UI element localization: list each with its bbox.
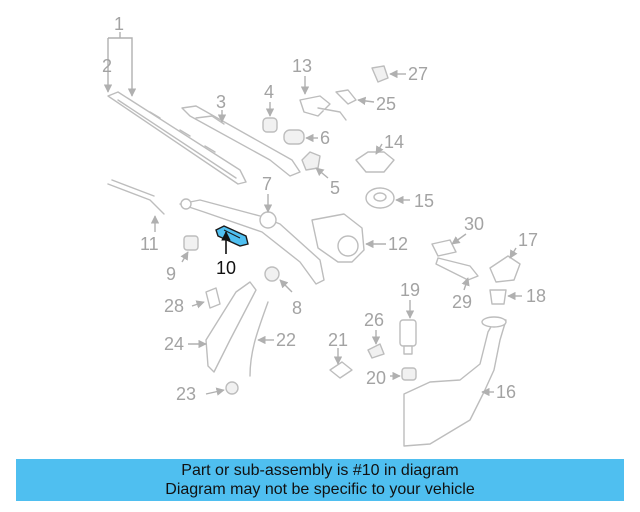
banner-line-2: Diagram may not be specific to your vehi… [165, 481, 475, 498]
elbow-part-21 [329, 361, 353, 379]
cap-part [262, 117, 278, 133]
grommet-part-9 [183, 235, 199, 251]
clamp-part-28 [205, 287, 221, 309]
callout-16: 16 [496, 382, 516, 402]
callout-1: 1 [114, 14, 124, 34]
callout-26: 26 [364, 310, 384, 330]
cover-part-17 [489, 255, 521, 283]
callout-4: 4 [264, 82, 274, 102]
pump-part-19 [399, 319, 417, 355]
cover-part-14 [355, 151, 395, 173]
callout-10-highlighted: 10 [216, 258, 236, 278]
callout-24: 24 [164, 334, 184, 354]
leader-lines [103, 32, 522, 397]
bracket-part-30 [431, 239, 457, 257]
callout-12: 12 [388, 234, 408, 254]
bushing-part [283, 129, 305, 145]
callout-22: 22 [276, 330, 296, 350]
callout-28: 28 [164, 296, 184, 316]
grommet-part-15 [365, 187, 395, 209]
callout-9: 9 [166, 264, 176, 284]
info-banner: Part or sub-assembly is #10 in diagram D… [16, 459, 624, 501]
callout-18: 18 [526, 286, 546, 306]
wiper-blade-part [107, 91, 247, 185]
bushing-part-8 [264, 266, 280, 282]
callout-17: 17 [518, 230, 538, 250]
callout-labels: 1 2 3 4 5 6 7 8 9 10 11 12 13 14 15 16 1… [102, 14, 546, 404]
cap-part-20 [401, 367, 417, 381]
nut-part [301, 151, 321, 171]
connector-part-26 [367, 343, 385, 359]
callout-15: 15 [414, 191, 434, 211]
callout-3: 3 [216, 92, 226, 112]
callout-13: 13 [292, 56, 312, 76]
callout-30: 30 [464, 214, 484, 234]
cup-part-18 [489, 289, 507, 305]
wiper-arm-part [181, 105, 301, 177]
bracket-part-13 [299, 95, 347, 121]
callout-27: 27 [408, 64, 428, 84]
motor-part-12 [311, 213, 365, 263]
callout-6: 6 [320, 128, 330, 148]
callout-8: 8 [292, 298, 302, 318]
hose-part-22 [249, 301, 269, 377]
callout-29: 29 [452, 292, 472, 312]
callout-20: 20 [366, 368, 386, 388]
nut-part-23 [225, 381, 239, 395]
banner-line-1: Part or sub-assembly is #10 in diagram [181, 462, 459, 479]
lever-part-29 [435, 257, 479, 281]
callout-5: 5 [330, 178, 340, 198]
callout-11: 11 [140, 234, 159, 254]
clip-part-10-highlighted [215, 225, 249, 247]
callout-19: 19 [400, 280, 420, 300]
callout-21: 21 [328, 330, 348, 350]
linkage-part-7 [179, 198, 325, 285]
nozzle-part-27 [371, 65, 389, 83]
hose-part-11 [107, 179, 165, 215]
callout-7: 7 [262, 174, 272, 194]
callout-23: 23 [176, 384, 196, 404]
link-part-25 [335, 89, 357, 105]
reservoir-part-16 [403, 316, 507, 447]
callout-2: 2 [102, 56, 112, 76]
callout-14: 14 [384, 132, 404, 152]
callout-25: 25 [376, 94, 396, 114]
cover-plate-part-24 [205, 281, 257, 373]
